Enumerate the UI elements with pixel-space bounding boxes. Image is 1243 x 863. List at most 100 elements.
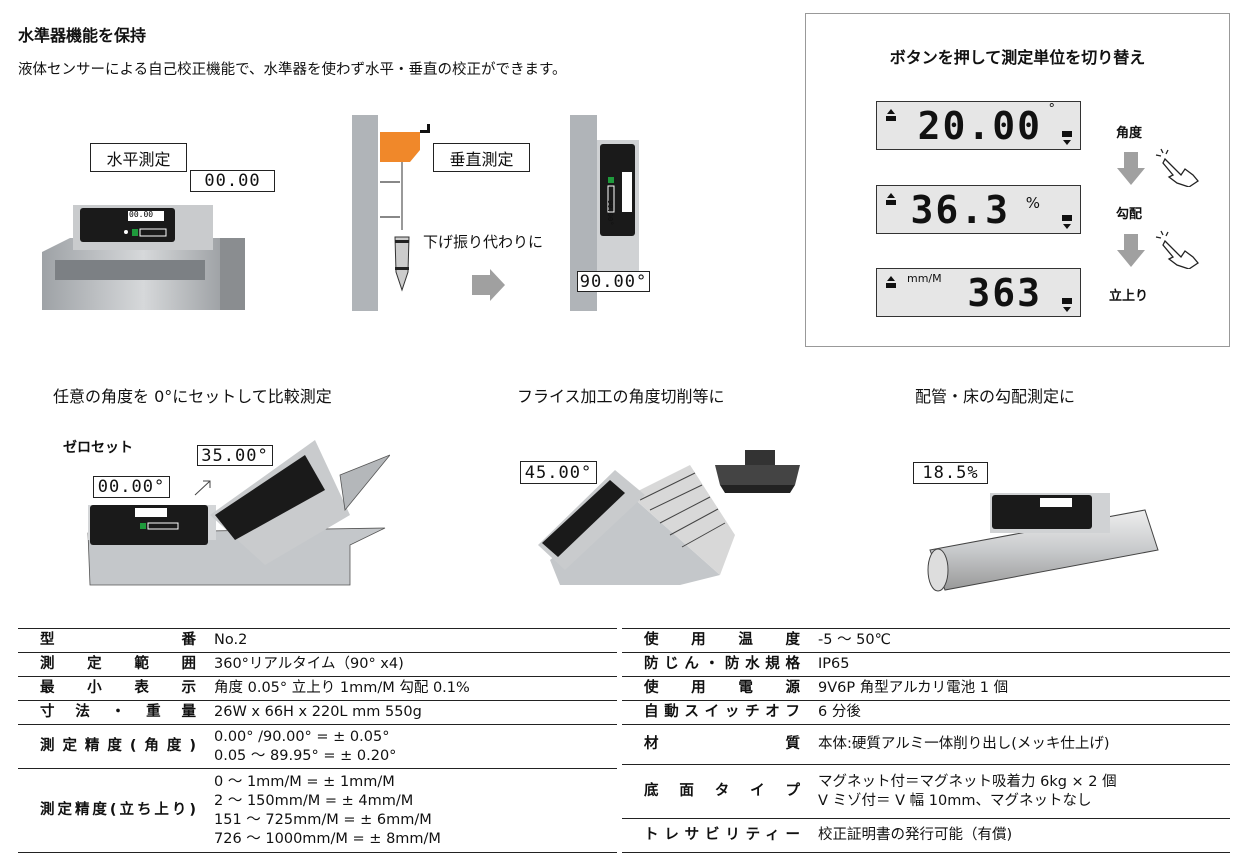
device-lcd-horizontal: 00.00 xyxy=(129,210,154,219)
spec-value-line: V ミゾ付＝ V 幅 10mm、マグネットなし xyxy=(818,792,1092,809)
spec-key: 使用温度 xyxy=(622,628,812,653)
spec-row: 自動スイッチオフ 6 分後 xyxy=(622,700,1230,725)
spec-row: 防じん・防水規格 IP65 xyxy=(622,652,1230,677)
lcd-rise: mm/M 363 xyxy=(876,268,1081,317)
spec-key: 最小表示 xyxy=(18,676,208,701)
spec-value-line: マグネット付＝マグネット吸着力 6kg × 2 個 xyxy=(818,773,1117,790)
spec-key: 防じん・防水規格 xyxy=(622,652,812,677)
spec-value: 校正証明書の発行可能（有償) xyxy=(812,818,1230,853)
spec-row: 寸法・重量 26W x 66H x 220L mm 550g xyxy=(18,700,617,725)
spec-value-line: 9V6P 角型アルカリ電池 1 個 xyxy=(818,680,1009,696)
horizontal-label: 水平測定 xyxy=(90,143,187,172)
mode-rise: 立上り xyxy=(1109,289,1149,304)
up-indicator-icon xyxy=(886,276,896,288)
vertical-label: 垂直測定 xyxy=(433,143,530,172)
hand-press-icon xyxy=(1155,230,1199,269)
spec-value: 360°リアルタイム（90° x4) xyxy=(208,652,617,677)
down-indicator-icon xyxy=(1062,215,1072,229)
spec-row: 測定精度(立ち上り) 0 ～ 1mm/M = ± 1mm/M 2 ～ 150mm/M… xyxy=(18,768,617,853)
spec-key: 材質 xyxy=(622,724,812,765)
spec-value: 0 ～ 1mm/M = ± 1mm/M 2 ～ 150mm/M = ± 4mm/M… xyxy=(208,768,617,853)
pipe-illustration xyxy=(927,493,1159,592)
spec-value: 0.00° /90.00° = ± 0.05° 0.05 ～ 89.95° = ±… xyxy=(208,724,617,769)
spec-value: -5 ～ 50℃ xyxy=(812,628,1230,653)
zeroset-label: ゼロセット xyxy=(63,440,133,456)
down-arrow-icon xyxy=(1117,152,1145,185)
unit-panel-title: ボタンを押して測定単位を切り替え xyxy=(889,48,1146,67)
spec-value: 26W x 66H x 220L mm 550g xyxy=(208,700,617,725)
spec-value: No.2 xyxy=(208,628,617,653)
mode-angle: 角度 xyxy=(1116,126,1143,141)
zeroset-lcd: 00.00° xyxy=(93,476,170,498)
spec-key: 自動スイッチオフ xyxy=(622,700,812,725)
lcd-value: 36.3 xyxy=(910,188,1010,232)
zeroset-illustration xyxy=(87,440,390,586)
device-lcd-vertical: 90.00° xyxy=(606,200,614,226)
spec-table-left: 型番 No.2 測定範囲 360°リアルタイム（90° x4) 最小表示角度 0.05°… xyxy=(18,628,617,853)
spec-value: IP65 xyxy=(812,652,1230,677)
spec-key: 測定精度(角度) xyxy=(18,724,208,769)
down-indicator-icon xyxy=(1062,131,1072,145)
spec-value-line: 151 ～ 725mm/M = ± 6mm/M xyxy=(214,811,432,828)
lcd-value: 363 xyxy=(967,271,1042,315)
down-indicator-icon xyxy=(1062,298,1072,312)
hand-press-icon xyxy=(1155,148,1199,187)
spec-value: 本体:硬質アルミ一体削り出し(メッキ仕上げ) xyxy=(812,724,1230,765)
lcd-unit: ° xyxy=(1048,102,1056,117)
spec-row: 使用電源 9V6P 角型アルカリ電池 1 個 xyxy=(622,676,1230,701)
spec-key: 使用電源 xyxy=(622,676,812,701)
up-indicator-icon xyxy=(886,109,896,121)
page-title: 水準器機能を保持 xyxy=(18,26,147,45)
spec-value-line: 0.00° /90.00° = ± 0.05° xyxy=(214,728,390,745)
spec-value-line: 360°リアルタイム（90° x4) xyxy=(214,656,404,672)
spec-row: 測定精度(角度) 0.00° /90.00° = ± 0.05° 0.05 ～ 89… xyxy=(18,724,617,769)
usecase-title-milling: フライス加工の角度切削等に xyxy=(517,387,725,406)
spec-value-line: No.2 xyxy=(214,632,248,648)
milling-illustration xyxy=(538,450,800,585)
mode-slope: 勾配 xyxy=(1116,207,1143,222)
spec-key: 底面タイプ xyxy=(622,764,812,819)
spec-key: 測定精度(立ち上り) xyxy=(18,768,208,853)
spec-value-line: 726 ～ 1000mm/M = ± 8mm/M xyxy=(214,830,441,847)
spec-value: 角度 0.05° 立上り 1mm/M 勾配 0.1% xyxy=(208,676,617,701)
spec-value-line: 6 分後 xyxy=(818,704,861,720)
angle-lcd: 35.00° xyxy=(197,445,273,466)
spec-value-line: 2 ～ 150mm/M = ± 4mm/M xyxy=(214,792,414,809)
vertical-lcd: 90.00° xyxy=(577,271,650,292)
spec-value-line: 角度 0.05° 立上り 1mm/M 勾配 0.1% xyxy=(214,680,470,696)
usecase-title-pipe: 配管・床の勾配測定に xyxy=(915,387,1076,406)
spec-row: 底面タイプマグネット付＝マグネット吸着力 6kg × 2 個 V ミゾ付＝ V 幅… xyxy=(622,764,1230,819)
lcd-value: 20.00 xyxy=(917,104,1042,148)
pipe-lcd: 18.5% xyxy=(913,462,988,484)
spec-row: 使用温度 -5 ～ 50℃ xyxy=(622,628,1230,653)
plumb-caption: 下げ振り代わりに xyxy=(423,233,544,251)
horizontal-lcd: 00.00 xyxy=(190,170,275,192)
spec-row: 材質本体:硬質アルミ一体削り出し(メッキ仕上げ) xyxy=(622,724,1230,765)
spec-value-line: -5 ～ 50℃ xyxy=(818,632,891,648)
spec-value-line: 0.05 ～ 89.95° = ± 0.20° xyxy=(214,747,397,764)
spec-value: マグネット付＝マグネット吸着力 6kg × 2 個 V ミゾ付＝ V 幅 10mm… xyxy=(812,764,1230,819)
milling-lcd: 45.00° xyxy=(520,461,597,484)
spec-value-line: 26W x 66H x 220L mm 550g xyxy=(214,704,422,720)
spec-row: 最小表示角度 0.05° 立上り 1mm/M 勾配 0.1% xyxy=(18,676,617,701)
spec-row: トレサビリティー校正証明書の発行可能（有償) xyxy=(622,818,1230,853)
spec-value-line: IP65 xyxy=(818,656,850,672)
spec-row: 型番 No.2 xyxy=(18,628,617,653)
spec-value-line: 0 ～ 1mm/M = ± 1mm/M xyxy=(214,773,395,790)
lcd-slope: 36.3 % xyxy=(876,185,1081,234)
spec-row: 測定範囲 360°リアルタイム（90° x4) xyxy=(18,652,617,677)
up-indicator-icon xyxy=(886,193,896,205)
lcd-unit: % xyxy=(1025,194,1040,212)
usecase-title-zeroset: 任意の角度を 0°にセットして比較測定 xyxy=(53,387,332,406)
page-subtitle: 液体センサーによる自己校正機能で、水準器を使わず水平・垂直の校正ができます。 xyxy=(18,62,567,78)
spec-value-line: 校正証明書の発行可能（有償) xyxy=(818,827,1013,843)
surface-plate-illustration xyxy=(42,205,245,310)
spec-key: 測定範囲 xyxy=(18,652,208,677)
spec-key: 寸法・重量 xyxy=(18,700,208,725)
spec-table-right: 使用温度 -5 ～ 50℃ 防じん・防水規格 IP65 使用電源 9V6P 角型アルカリ電… xyxy=(622,628,1230,853)
lcd-unit: mm/M xyxy=(907,272,942,285)
down-arrow-icon xyxy=(1117,234,1145,267)
unit-switch-panel: ボタンを押して測定単位を切り替え 20.00 ° 36.3 % mm/M 363… xyxy=(805,13,1230,347)
spec-key: 型番 xyxy=(18,628,208,653)
spec-value: 9V6P 角型アルカリ電池 1 個 xyxy=(812,676,1230,701)
